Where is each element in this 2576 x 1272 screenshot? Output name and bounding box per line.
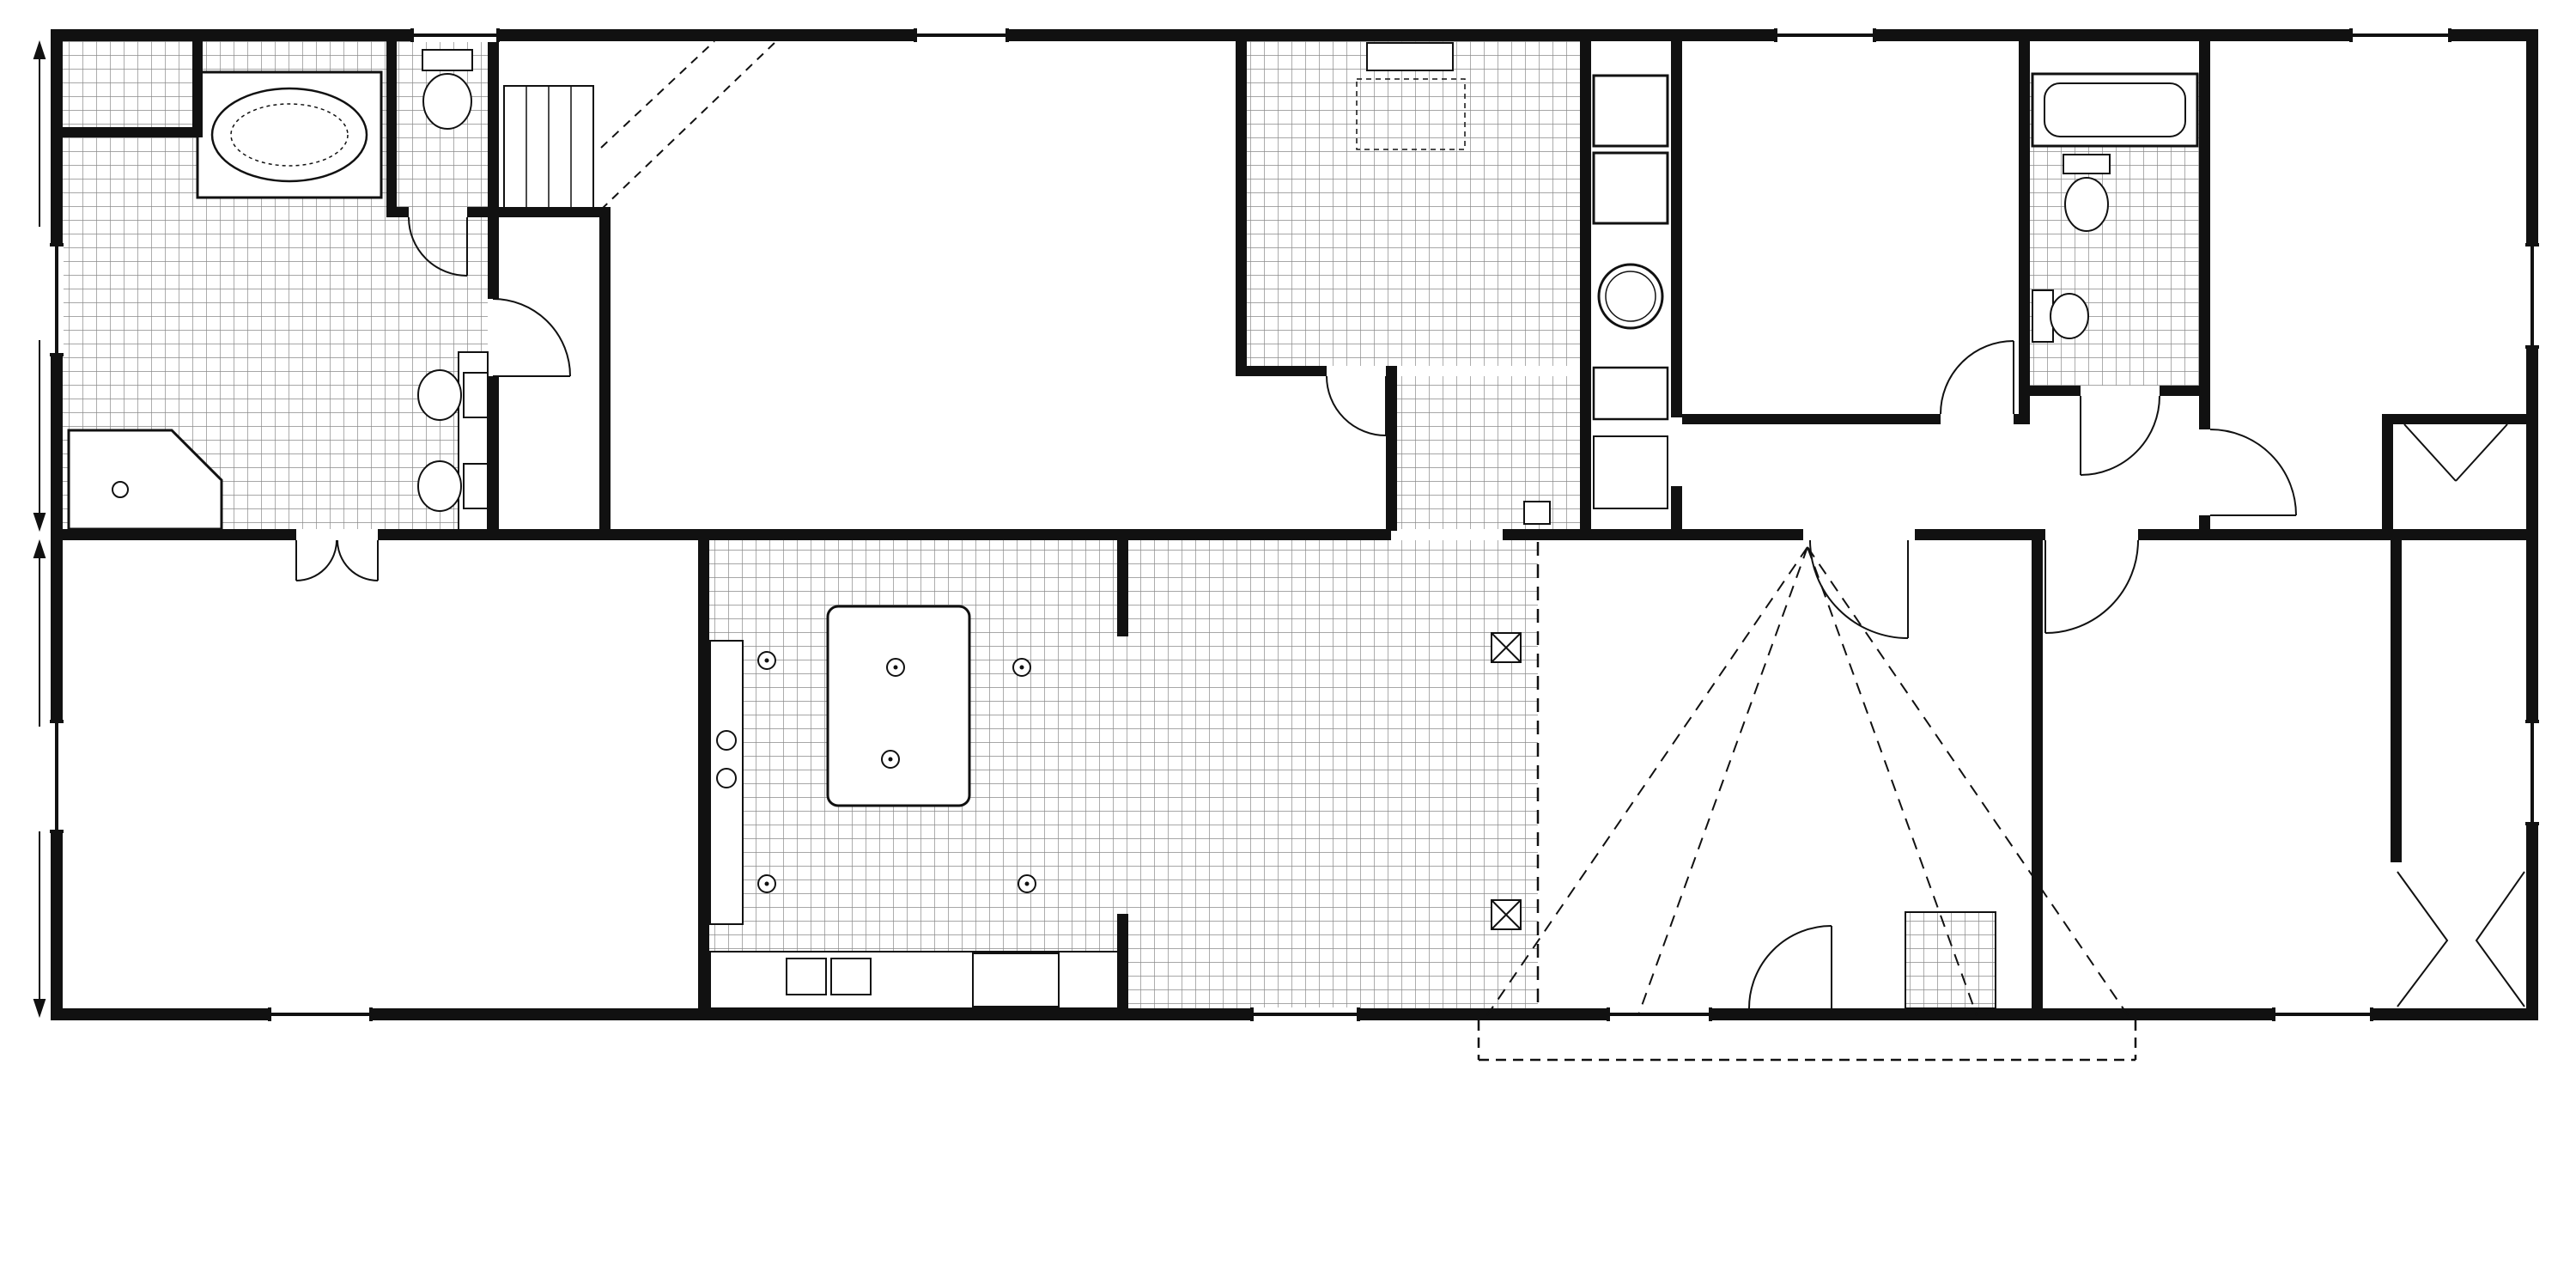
tile-areas: [63, 41, 2199, 1008]
door-swings: [295, 216, 2525, 1009]
wic-door: [492, 298, 571, 377]
dryer-box: [1592, 151, 1669, 225]
fixtures: [67, 42, 2199, 1009]
utility-door: [1326, 375, 1387, 436]
entry-door: [1748, 925, 1832, 1009]
washer-box: [1592, 74, 1669, 148]
opt-fireplace-lines: [600, 40, 777, 210]
linen-closet: [1593, 435, 1668, 509]
bedroom4-door: [2044, 539, 2139, 634]
opt-dormer-lines: [1477, 1020, 2137, 1062]
bedroom4-closet-doors: [2397, 871, 2525, 1007]
can-lights: [757, 651, 1036, 893]
bedroom3-closet-doors: [2403, 423, 2508, 482]
kitchen-sink: [830, 958, 872, 995]
kitchen-island: [826, 605, 971, 807]
dashed-lines: [600, 40, 2137, 1062]
bedroom3-door: [2209, 429, 2297, 516]
dimension-lines: [33, 40, 46, 1019]
laundry-sink: [1366, 42, 1454, 71]
windows: [50, 28, 2539, 1021]
kitchen-sink: [786, 958, 827, 995]
bedroom2-door: [1940, 340, 2014, 415]
bath2-toilet: [2063, 154, 2111, 174]
refrigerator-box: [972, 952, 1060, 1007]
master-dbl-door-left: [295, 539, 337, 581]
living-hall-door: [1809, 539, 1909, 639]
pb-box: [1523, 501, 1551, 525]
kitchen-counter-bottom: [709, 951, 1123, 1009]
bath2-door: [2080, 395, 2160, 476]
master-toilet: [422, 49, 473, 71]
master-dbl-door-right: [337, 539, 379, 581]
header-post-symbols: [1491, 632, 1522, 930]
wc-door: [408, 216, 468, 277]
shower: [67, 429, 223, 531]
furnace-box: [1592, 366, 1669, 421]
vanity-sink: [417, 460, 462, 512]
vanity-sink: [417, 369, 462, 421]
